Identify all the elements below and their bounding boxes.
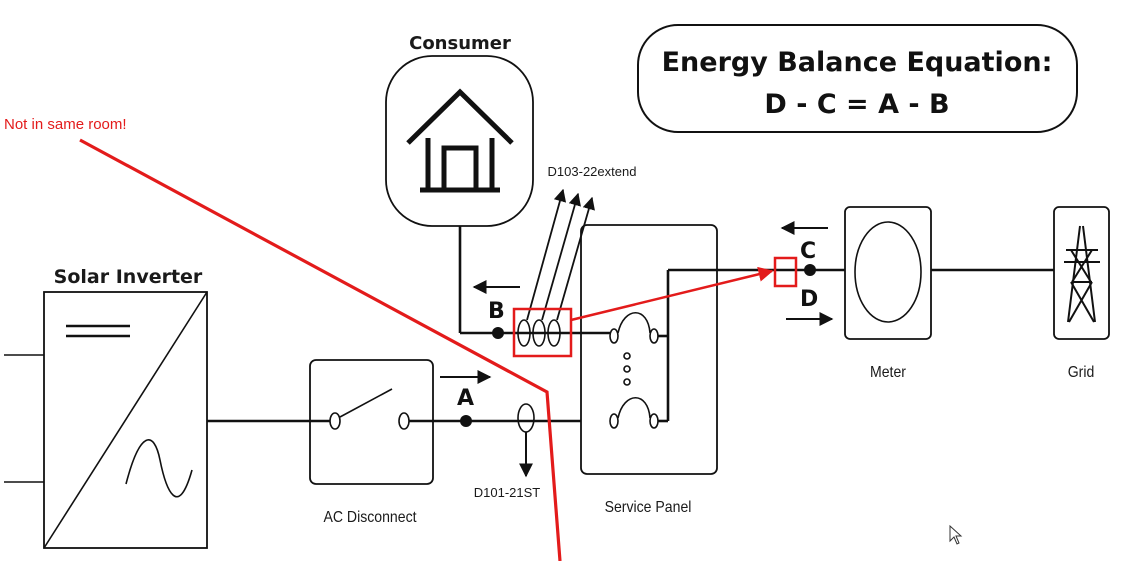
ac-disconnect-label: AC Disconnect [323, 508, 417, 526]
point-c-label: C [800, 239, 816, 264]
equation-title: Energy Balance Equation: [662, 47, 1053, 78]
mouse-cursor-icon [949, 524, 963, 545]
ac-wave-icon [125, 439, 193, 498]
service-panel-label: Service Panel [605, 498, 692, 516]
cd-highlight-box [773, 256, 798, 288]
solar-inverter-block: Solar Inverter [4, 266, 208, 549]
ac-disconnect-block: AC Disconnect [309, 359, 434, 526]
point-b-dot [492, 327, 504, 339]
meter-dial-icon [854, 221, 922, 323]
room-boundary-line [79, 138, 562, 561]
transmission-tower-icon [1064, 225, 1100, 323]
house-icon [406, 88, 514, 193]
warning-label: Not in same room! [4, 116, 127, 133]
consumer-label: Consumer [409, 33, 511, 54]
meter-block: Meter [844, 206, 932, 381]
d101-sensor: D101-21ST [474, 403, 541, 500]
meter-label: Meter [870, 363, 906, 381]
consumer-block: Consumer [385, 33, 534, 227]
grid-block: Grid [1053, 206, 1110, 381]
point-cd-dot [804, 264, 816, 276]
equation-box: Energy Balance Equation: D - C = A - B [637, 24, 1078, 133]
relocation-arrow [570, 266, 774, 322]
solar-inverter-label: Solar Inverter [54, 266, 203, 288]
service-panel-block: Service Panel [580, 224, 718, 516]
d101-label: D101-21ST [474, 485, 541, 500]
dc-symbol-icon [66, 324, 130, 338]
point-a-dot [460, 415, 472, 427]
d103-label: D103-22extend [548, 164, 637, 179]
d103-sensors: D103-22extend [517, 164, 637, 347]
grid-label: Grid [1068, 363, 1095, 381]
point-d-label: D [800, 287, 818, 312]
point-b-label: B [488, 299, 505, 324]
point-a-label: A [457, 386, 474, 411]
d103-highlight-box [512, 307, 573, 358]
equation-formula: D - C = A - B [764, 89, 949, 120]
